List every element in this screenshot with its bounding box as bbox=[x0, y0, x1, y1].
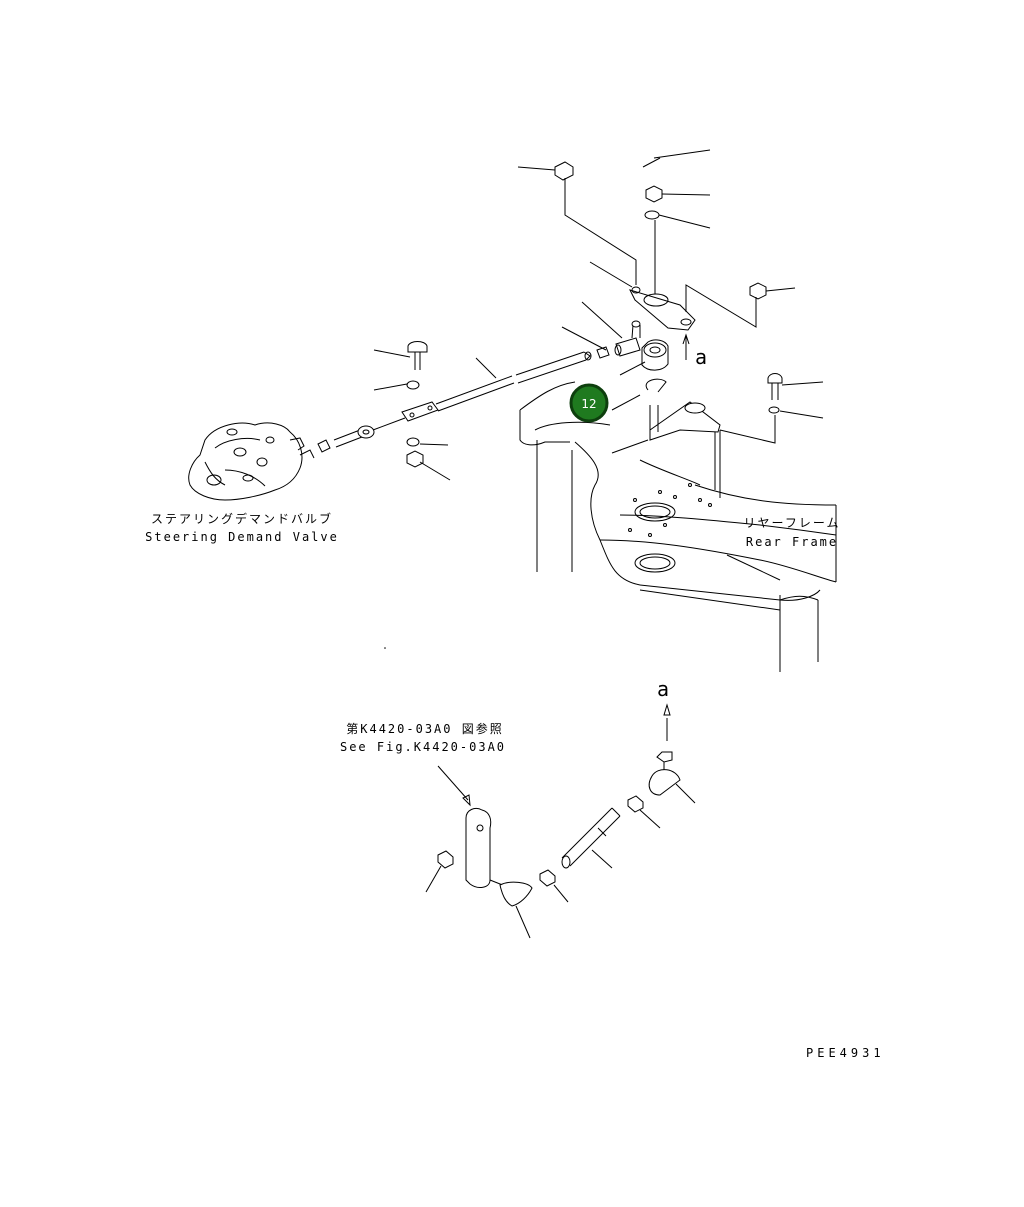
steering-demand-valve-drawing bbox=[188, 422, 315, 501]
leader-lines bbox=[373, 149, 824, 481]
steering-demand-valve-label-jp: ステアリングデマンドバルブ bbox=[150, 512, 334, 526]
steering-demand-valve-label-en: Steering Demand Valve bbox=[145, 530, 339, 544]
see-figure-label-jp: 第K4420-03A0 図参照 bbox=[346, 722, 504, 736]
view-ref-upper: a bbox=[695, 345, 708, 369]
lower-leader-lines bbox=[425, 783, 696, 939]
stray-dot bbox=[384, 647, 386, 649]
drawing-code: PEE4931 bbox=[806, 1046, 885, 1060]
rear-frame-label-jp: リヤーフレーム bbox=[743, 516, 841, 530]
rear-frame-label-en: Rear Frame bbox=[745, 535, 839, 549]
callout-badge-circle[interactable] bbox=[569, 383, 609, 423]
rear-frame-drawing bbox=[519, 381, 837, 672]
callout-number[interactable]: 12 bbox=[581, 397, 596, 411]
view-ref-lower: a bbox=[657, 677, 670, 701]
callout-badge-12[interactable]: 12 bbox=[569, 383, 609, 423]
see-figure-label-en: See Fig.K4420-03A0 bbox=[339, 740, 507, 754]
lower-detail-drawing bbox=[437, 703, 681, 907]
upper-linkage-drawing bbox=[317, 157, 783, 498]
